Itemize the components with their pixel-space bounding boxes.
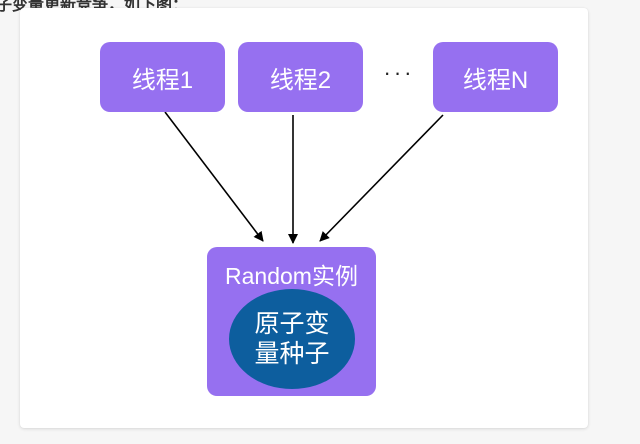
thread-label-1: 线程1 xyxy=(131,66,194,94)
thread-box-2: 线程2 xyxy=(238,42,363,112)
thread-box-1: 线程1 xyxy=(100,42,225,112)
random-instance-title: Random实例 xyxy=(225,263,358,289)
thread-label-2: 线程2 xyxy=(269,66,332,94)
thread-label-n: 线程N xyxy=(462,66,529,94)
random-instance-box: Random实例 原子变 量种子 xyxy=(207,247,376,396)
ellipsis-dots: ··· xyxy=(383,60,415,85)
thread-box-n: 线程N xyxy=(433,42,558,112)
seed-label-line-1: 原子变 xyxy=(254,310,330,338)
seed-label-line-2: 量种子 xyxy=(254,340,330,368)
atomic-seed-ellipse: 原子变 量种子 xyxy=(229,289,355,389)
